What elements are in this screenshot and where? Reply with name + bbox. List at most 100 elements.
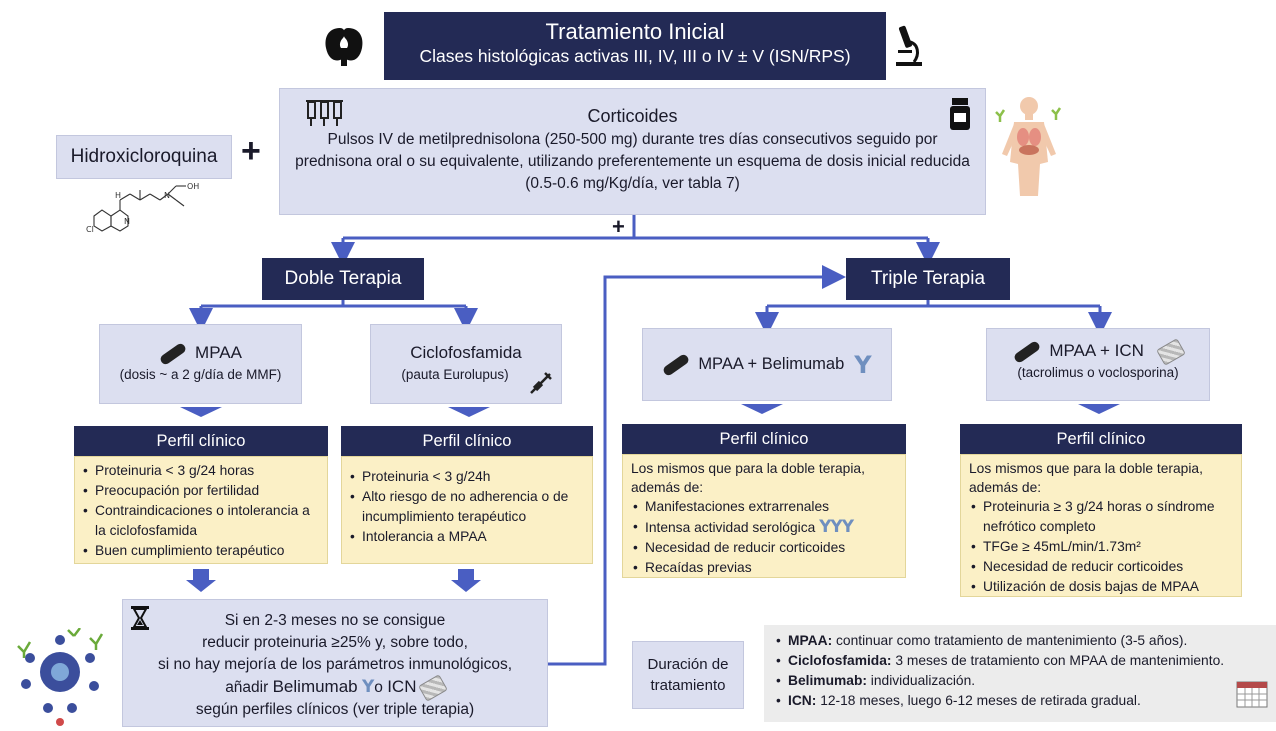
arrow-down-ciclo bbox=[451, 569, 481, 592]
escalada-line4: añadir Belimumab Yo ICN bbox=[123, 674, 547, 702]
ciclofosfamida-title: Ciclofosfamida bbox=[410, 343, 522, 362]
link-escalada-triple bbox=[548, 275, 832, 666]
antibody-icon: Y bbox=[361, 677, 375, 697]
perfil-icn-header: Perfil clínico bbox=[960, 424, 1242, 454]
human-body-icon bbox=[995, 97, 1062, 196]
header-subtitle: Clases histológicas activas III, IV, III… bbox=[419, 46, 851, 66]
duracion-item-text: individualización. bbox=[866, 673, 976, 688]
ciclofosfamida-box: Ciclofosfamida (pauta Eurolupus) bbox=[370, 324, 562, 404]
list-item: Necesidad de reducir corticoides bbox=[631, 538, 897, 558]
mpaa-title: MPAA bbox=[195, 343, 242, 362]
perfil-bel-box: Los mismos que para la doble terapia, ad… bbox=[622, 454, 906, 578]
list-item: Intolerancia a MPAA bbox=[348, 527, 586, 547]
list-item: MPAA: continuar como tratamiento de mant… bbox=[774, 631, 1266, 651]
list-item: Preocupación por fertilidad bbox=[81, 481, 321, 501]
duracion-item-bold: Belimumab: bbox=[788, 673, 867, 688]
escalada-box: Si en 2-3 meses no se consigue reducir p… bbox=[122, 599, 548, 727]
corticoides-title: Corticoides bbox=[587, 106, 678, 126]
list-item: Buen cumplimiento terapéutico bbox=[81, 541, 321, 561]
pill-icon bbox=[661, 352, 691, 377]
chevron-bel bbox=[741, 404, 783, 414]
mpaa-belimumab-box: MPAA + Belimumab Y bbox=[642, 328, 892, 401]
antibody-icon: Y bbox=[854, 350, 872, 379]
list-item: Intensa actividad serológica YYY bbox=[631, 517, 897, 538]
syringes-icon bbox=[306, 100, 343, 126]
perfil-bel-header: Perfil clínico bbox=[622, 424, 906, 454]
list-item: Proteinuria < 3 g/24 horas bbox=[81, 461, 321, 481]
duracion-list: MPAA: continuar como tratamiento de mant… bbox=[774, 631, 1266, 711]
list-item: Manifestaciones extrarrenales bbox=[631, 497, 897, 517]
list-item: TFGe ≥ 45mL/min/1.73m² bbox=[969, 537, 1233, 557]
list-item: Alto riesgo de no adherencia o de incump… bbox=[348, 487, 586, 527]
perfil-bel-intro: Los mismos que para la doble terapia, ad… bbox=[631, 461, 865, 495]
list-item-text: Intensa actividad serológica bbox=[645, 520, 816, 535]
chevron-mpaa bbox=[180, 407, 222, 417]
perfil-label: Perfil clínico bbox=[1056, 429, 1146, 448]
list-item: Contraindicaciones o intolerancia a la c… bbox=[81, 501, 321, 541]
escalada-add-text: añadir bbox=[225, 679, 269, 696]
hourglass-icon bbox=[131, 606, 149, 630]
perfil-ciclo-list: Proteinuria < 3 g/24h Alto riesgo de no … bbox=[348, 467, 586, 547]
duracion-item-bold: ICN: bbox=[788, 693, 817, 708]
duracion-item-text: continuar como tratamiento de mantenimie… bbox=[832, 633, 1188, 648]
syringe-icon bbox=[530, 372, 552, 394]
list-item: Utilización de dosis bajas de MPAA bbox=[969, 577, 1233, 597]
escalada-line1: Si en 2-3 meses no se consigue bbox=[224, 612, 446, 629]
mpaa-icn-title: MPAA + ICN bbox=[1049, 341, 1144, 360]
mpaa-box: MPAA (dosis ~ a 2 g/día de MMF) bbox=[99, 324, 302, 404]
hcq-label: Hidroxicloroquina bbox=[70, 146, 218, 167]
pill-icon bbox=[158, 341, 188, 366]
mpaa-icn-box: MPAA + ICN (tacrolimus o voclosporina) bbox=[986, 328, 1210, 401]
molecule-oh: OH bbox=[187, 182, 199, 191]
list-item: Recaídas previas bbox=[631, 558, 897, 578]
chevron-icn bbox=[1078, 404, 1120, 414]
list-item: Belimumab: individualización. bbox=[774, 671, 1266, 691]
duracion-box: MPAA: continuar como tratamiento de mant… bbox=[764, 625, 1276, 722]
molecule-n1: N bbox=[124, 217, 130, 226]
ciclofosfamida-sub: (pauta Eurolupus) bbox=[401, 367, 509, 382]
escalada-belimumab: Belimumab bbox=[272, 677, 358, 696]
duracion-item-text: 12-18 meses, luego 6-12 meses de retirad… bbox=[816, 693, 1141, 708]
molecule-hn: H bbox=[115, 191, 121, 200]
arrow-down-mpaa bbox=[186, 569, 216, 592]
perfil-mpaa-list: Proteinuria < 3 g/24 horas Preocupación … bbox=[81, 461, 321, 561]
doble-terapia-label: Doble Terapia bbox=[284, 268, 402, 289]
perfil-bel-list: Manifestaciones extrarrenales Intensa ac… bbox=[631, 497, 897, 578]
plus-sign: + bbox=[241, 132, 261, 170]
plus-mid: + bbox=[612, 214, 625, 239]
perfil-label: Perfil clínico bbox=[422, 431, 512, 450]
pill-bottle-icon bbox=[950, 98, 970, 130]
list-item: ICN: 12-18 meses, luego 6-12 meses de re… bbox=[774, 691, 1266, 711]
duracion-item-bold: MPAA: bbox=[788, 633, 833, 648]
triple-terapia-tag: Triple Terapia bbox=[846, 258, 1010, 300]
perfil-ciclo-header: Perfil clínico bbox=[341, 426, 593, 456]
escalada-line3: si no hay mejoría de los parámetros inmu… bbox=[157, 656, 513, 673]
antibodies-icon: YYY bbox=[819, 517, 854, 537]
list-item: Necesidad de reducir corticoides bbox=[969, 557, 1233, 577]
triple-terapia-label: Triple Terapia bbox=[870, 268, 986, 289]
mpaa-icn-sub: (tacrolimus o voclosporina) bbox=[1017, 365, 1179, 380]
tablet-blister-icon bbox=[1155, 337, 1186, 366]
header-title: Tratamiento Inicial bbox=[545, 19, 725, 44]
hcq-box: Hidroxicloroquina bbox=[56, 135, 232, 179]
tablet-blister-icon bbox=[417, 674, 448, 702]
perfil-ciclo-box: Proteinuria < 3 g/24h Alto riesgo de no … bbox=[341, 456, 593, 564]
perfil-label: Perfil clínico bbox=[719, 429, 809, 448]
perfil-icn-box: Los mismos que para la doble terapia, ad… bbox=[960, 454, 1242, 597]
list-item: Proteinuria < 3 g/24h bbox=[348, 467, 586, 487]
kidney-icon bbox=[325, 28, 363, 66]
duracion-label-box: Duración de tratamiento bbox=[632, 641, 744, 709]
corticoides-text: Pulsos IV de metilprednisolona (250-500 … bbox=[295, 131, 970, 192]
list-item: Ciclofosfamida: 3 meses de tratamiento c… bbox=[774, 651, 1266, 671]
mpaa-belimumab-title: MPAA + Belimumab bbox=[698, 355, 845, 373]
duracion-item-text: 3 meses de tratamiento con MPAA de mante… bbox=[891, 653, 1225, 668]
doble-terapia-tag: Doble Terapia bbox=[262, 258, 424, 300]
corticoides-box: Corticoides Pulsos IV de metilprednisolo… bbox=[279, 88, 986, 215]
list-item: Proteinuria ≥ 3 g/24 horas o síndrome ne… bbox=[969, 497, 1233, 537]
perfil-mpaa-box: Proteinuria < 3 g/24 horas Preocupación … bbox=[74, 456, 328, 564]
molecule-cl: Cl bbox=[86, 225, 94, 234]
perfil-icn-intro: Los mismos que para la doble terapia, ad… bbox=[969, 461, 1203, 495]
calendar-icon bbox=[1236, 681, 1268, 708]
perfil-label: Perfil clínico bbox=[156, 431, 246, 450]
header-box: Tratamiento Inicial Clases histológicas … bbox=[384, 12, 886, 80]
